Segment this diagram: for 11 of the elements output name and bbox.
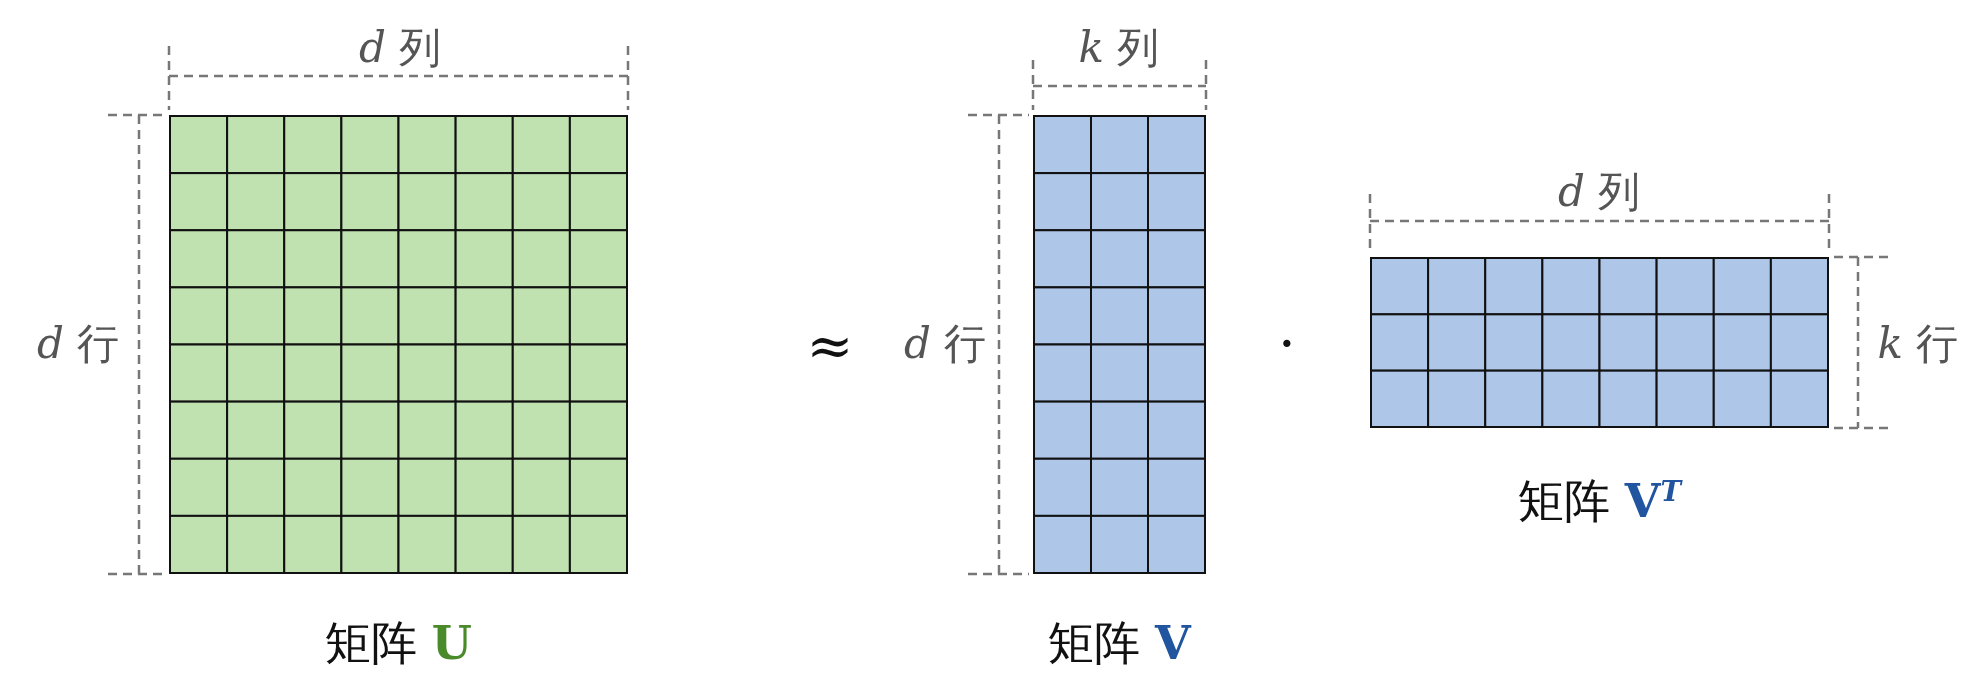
dimension-label: k 行 xyxy=(1877,320,1959,368)
multiply-dot: · xyxy=(1278,313,1296,375)
matrix-caption: 矩阵 V xyxy=(1048,618,1191,669)
matrix-caption: 矩阵 U xyxy=(325,618,472,669)
dimension-label: d 列 xyxy=(1557,168,1641,216)
matrix-caption: 矩阵 V$^{T}$ xyxy=(1518,476,1681,527)
dimension-label: d 行 xyxy=(903,320,987,368)
dimension-label: k 列 xyxy=(1078,24,1160,72)
approx-sign: ≈ xyxy=(806,315,854,377)
dimension-label: d 列 xyxy=(358,24,442,72)
dimension-label: d 行 xyxy=(36,320,120,368)
